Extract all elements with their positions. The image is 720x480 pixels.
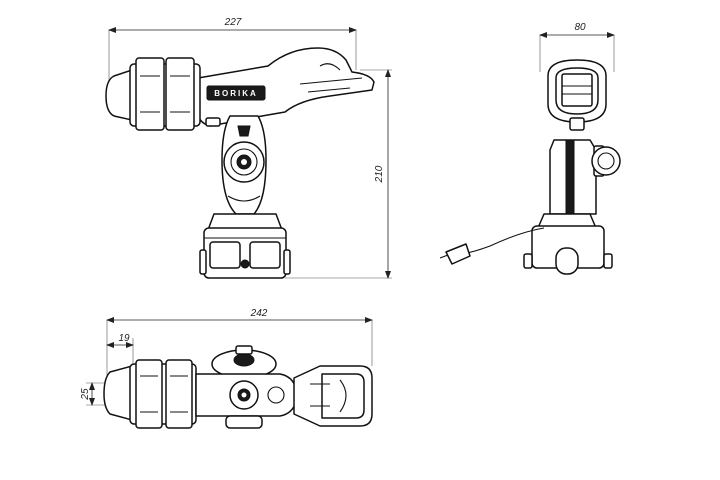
dim-top-width-label: 227 (224, 17, 242, 28)
dim-height: 210 (285, 69, 392, 279)
dim-tube-label: 25 (80, 388, 91, 401)
side-neck-rib (565, 139, 575, 215)
base-screw (240, 259, 250, 269)
dim-side-width: 80 (539, 22, 615, 72)
top-view: 242 19 25 (80, 308, 373, 429)
front-view: 227 210 BORIKA (105, 17, 392, 279)
brand-plate (206, 85, 266, 101)
dim-bottom-width: 242 (106, 308, 373, 385)
lanyard-clip (445, 243, 471, 265)
dim-offset-label: 19 (118, 333, 130, 344)
clamp-block-left (135, 57, 165, 131)
top-end-cap (103, 365, 133, 421)
brand-label: BORIKA (214, 89, 258, 98)
dim-bottom-width-label: 242 (250, 308, 268, 319)
side-knob (591, 146, 621, 176)
clamp-block-right (165, 57, 195, 131)
dim-height-label: 210 (374, 165, 385, 183)
end-cap (105, 69, 133, 121)
side-view: 80 (439, 22, 621, 275)
dim-side-width-label: 80 (574, 22, 586, 33)
